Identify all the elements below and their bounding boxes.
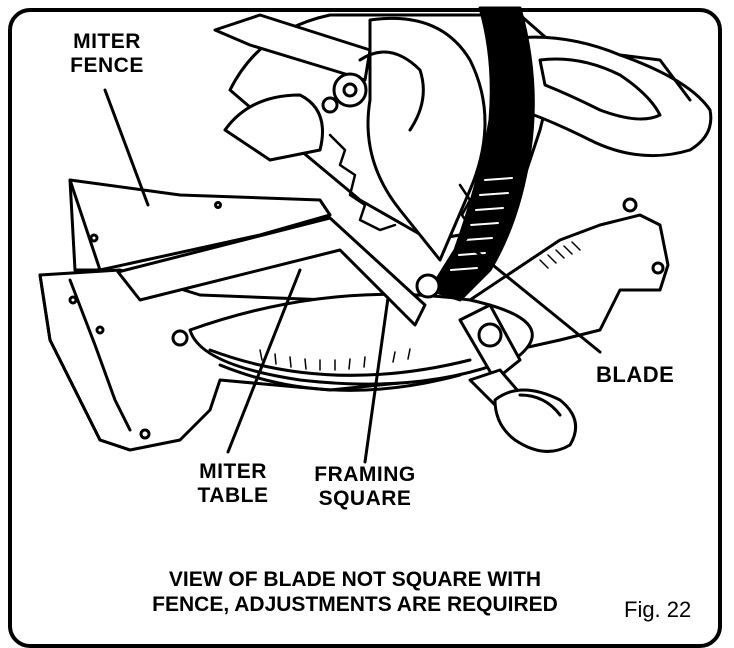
leader-miter-fence bbox=[103, 88, 150, 207]
figure-number: Fig. 22 bbox=[624, 597, 692, 622]
miter-fence-label-line2: FENCE bbox=[70, 54, 144, 78]
leader-blade bbox=[460, 238, 602, 354]
miter-fence-label: MITER FENCE bbox=[52, 30, 162, 78]
miter-table-label-line1: MITER bbox=[199, 460, 267, 483]
lower-blade-guard bbox=[428, 6, 535, 302]
miter-scale bbox=[259, 241, 581, 371]
miter-saw-illustration bbox=[38, 6, 713, 464]
miter-fence-label-line1: MITER bbox=[73, 30, 141, 53]
blade-label: BLADE bbox=[596, 362, 675, 387]
caption-line2: FENCE, ADJUSTMENTS ARE REQUIRED bbox=[152, 593, 558, 617]
miter-lock-knob bbox=[493, 388, 578, 453]
framing-square-label-line2: SQUARE bbox=[318, 487, 412, 511]
miter-table-label: MITER TABLE bbox=[178, 460, 288, 508]
leader-miter-table bbox=[226, 268, 302, 454]
miter-table-label-line2: TABLE bbox=[197, 484, 269, 508]
figure-caption: VIEW OF BLADE NOT SQUARE WITH FENCE, ADJ… bbox=[100, 567, 610, 617]
leader-lines bbox=[103, 88, 602, 464]
leader-framing-square bbox=[363, 296, 390, 464]
framing-square-label: FRAMING SQUARE bbox=[290, 463, 440, 511]
framing-square bbox=[116, 216, 427, 327]
caption-line1: VIEW OF BLADE NOT SQUARE WITH bbox=[168, 568, 542, 591]
miter-fence bbox=[68, 178, 332, 272]
framing-square-label-line1: FRAMING bbox=[314, 463, 416, 486]
blade-disk bbox=[366, 16, 487, 262]
